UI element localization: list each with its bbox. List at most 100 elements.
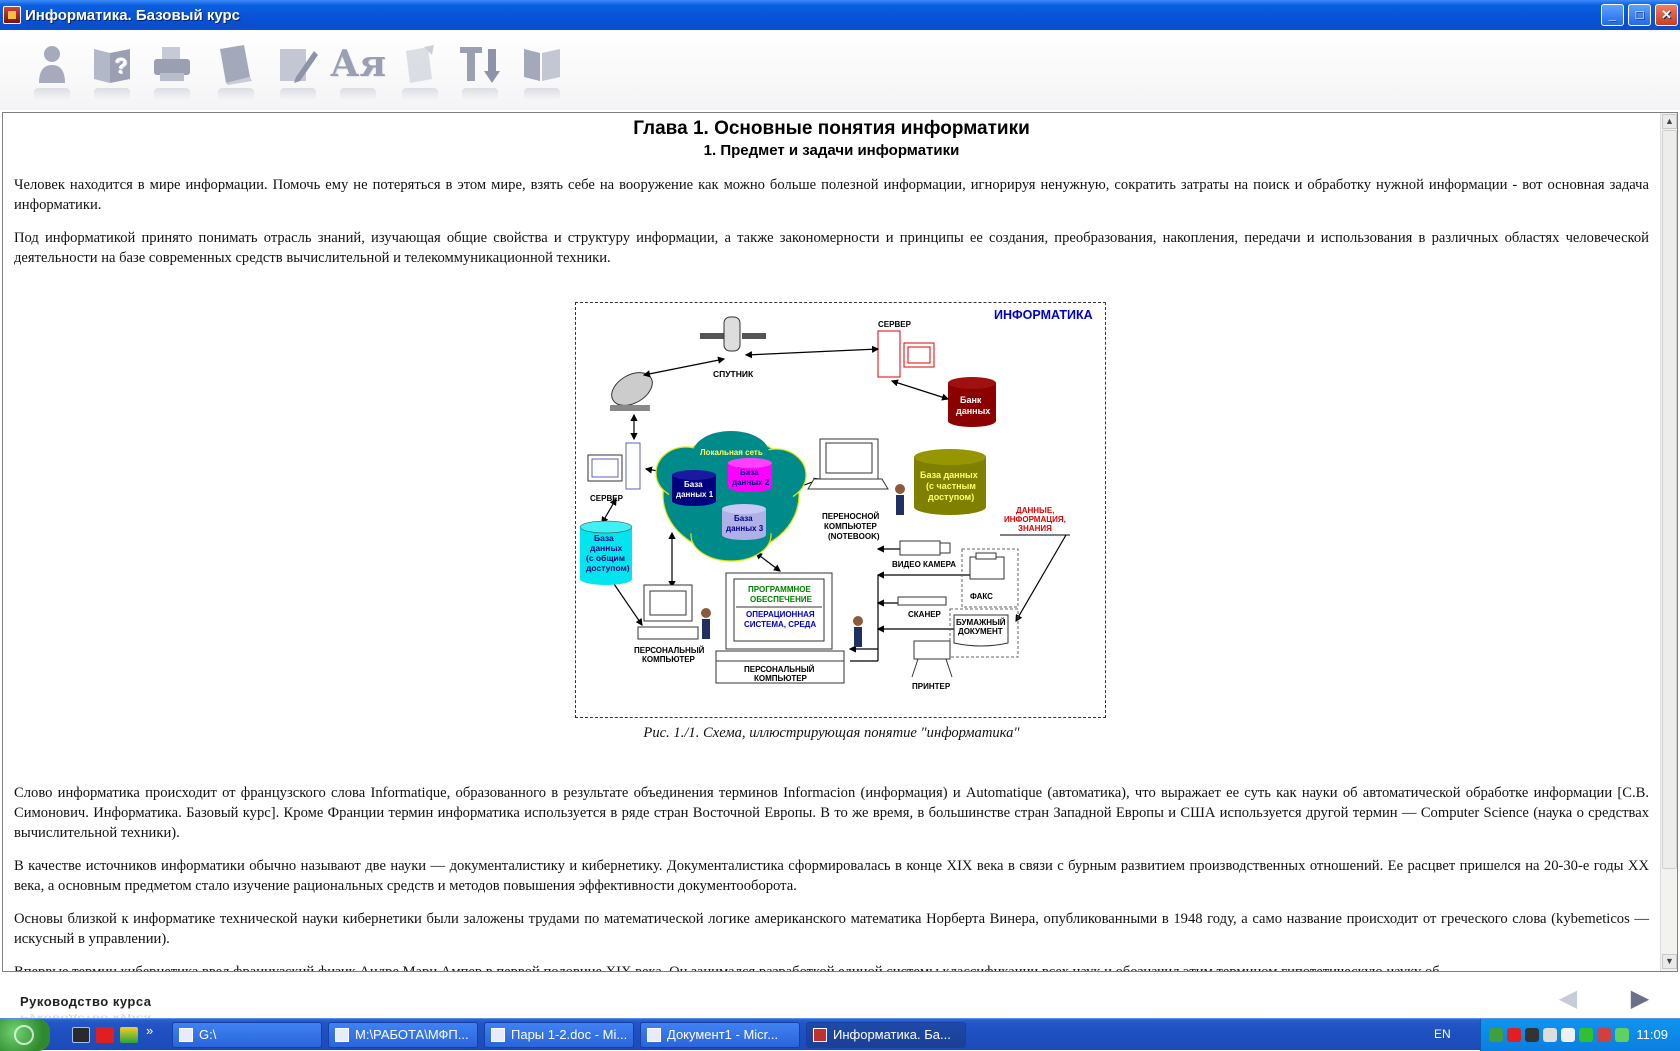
os-label-2: СИСТЕМА, СРЕДА [744,620,816,629]
scroll-up-button[interactable]: ▲ [1662,114,1677,129]
help-button[interactable]: ? [90,40,134,100]
data-label-2: ИНФОРМАЦИЯ, [1004,515,1066,524]
tray-icon[interactable] [1489,1028,1503,1042]
tray-icon[interactable] [1543,1028,1557,1042]
folder-icon [335,1028,349,1042]
informatics-diagram: ИНФОРМАТИКА СПУТНИК СЕРВЕР [575,302,1106,718]
server-top-label: СЕРВЕР [878,320,912,329]
laptop-icon [807,438,905,515]
paper-document-icon [953,614,1009,647]
task-label: M:\РАБОТА\МФП... [355,1027,469,1042]
prev-page-button[interactable]: ◀ [1558,985,1578,1012]
toolbar-reflection [280,88,316,100]
close-button[interactable]: ✕ [1655,4,1678,26]
tray-icon[interactable] [1597,1028,1611,1042]
task-explorer[interactable]: G:\ [172,1022,322,1048]
print-button[interactable] [150,40,194,100]
notes-button[interactable] [276,40,320,100]
satellite-dish-icon [610,372,653,411]
paper-label-1: БУМАЖНЫЙ [956,618,1006,627]
language-indicator[interactable]: EN [1434,1027,1451,1041]
databank-label-1: Банк [960,395,982,405]
toolbar-reflection [340,88,376,100]
private-database-icon [914,449,986,515]
satellite-label: СПУТНИК [713,369,754,379]
antivirus-icon[interactable] [96,1027,114,1043]
quicklaunch-more-icon[interactable]: » [146,1023,154,1038]
toolbar-reflection [524,88,560,100]
minimize-button[interactable]: _ [1601,4,1624,26]
public-db-label-3: (с общим [586,553,625,563]
word-icon [647,1028,661,1042]
pc-big-label-1: ПЕРСОНАЛЬНЫЙ [744,665,815,674]
person-icon [30,40,74,88]
section-title: 1. Предмет и задачи информатики [703,142,960,159]
db2-label-1: База [740,468,759,477]
next-page-button[interactable]: ▶ [1630,985,1650,1012]
private-db-label-2: (с частным [926,481,976,491]
task-word-doc2[interactable]: Документ1 - Micr... [640,1022,800,1048]
tray-icon[interactable] [1615,1028,1629,1042]
bookmark-button[interactable] [398,40,442,100]
terminal-icon[interactable] [72,1027,90,1043]
volume-icon[interactable] [1561,1028,1575,1042]
paragraph: Под информатикой принято понимать отрасл… [14,230,1649,266]
dictionary-button[interactable]: Ая [330,40,386,100]
maximize-button[interactable]: □ [1628,4,1651,26]
data-label-3: ЗНАНИЯ [1018,524,1052,533]
drive-icon[interactable] [120,1027,138,1043]
reader-button[interactable] [520,40,564,100]
sort-button[interactable] [458,40,502,100]
os-label-1: ОПЕРАЦИОННАЯ [746,610,815,619]
task-word-doc[interactable]: Пары 1-2.doc - Mi... [484,1022,634,1048]
public-database-icon [579,520,633,585]
printer-icon [911,640,953,678]
task-label: Информатика. Ба... [833,1027,951,1042]
taskbar: » G:\ M:\РАБОТА\МФП... Пары 1-2.doc - Mi… [0,1018,1680,1051]
task-folder[interactable]: M:\РАБОТА\МФП... [328,1022,478,1048]
db3-label-2: данных 3 [726,524,764,533]
left-server-icon [587,442,641,490]
person-button[interactable] [30,40,74,100]
satellite-icon [700,316,766,352]
toolbar-reflection [402,88,438,100]
vertical-scrollbar[interactable]: ▲ ▼ [1660,113,1677,971]
scroll-down-button[interactable]: ▼ [1662,954,1677,969]
task-label: G:\ [199,1027,217,1042]
private-db-label-3: доступом) [928,492,974,502]
db1-label-2: данных 1 [676,490,714,499]
contents-button[interactable] [214,40,258,100]
scroll-thumb[interactable] [1662,130,1677,869]
printer-icon [150,40,194,88]
video-label: ВИДЕО КАМЕРА [892,560,956,569]
system-tray: 11:09 [1480,1019,1680,1051]
tray-icon[interactable] [1525,1028,1539,1042]
server-icon [877,330,935,378]
dictionary-icon: Ая [330,43,386,85]
network-icon[interactable] [1579,1028,1593,1042]
pencil-icon [276,40,320,88]
small-pc-icon [637,584,711,640]
pc-small-label-2: КОМПЬЮТЕР [642,655,696,664]
pc-small-label-1: ПЕРСОНАЛЬНЫЙ [634,646,705,655]
private-db-label-1: База данных [920,470,978,480]
software-label-1: ПРОГРАММНОЕ [748,585,811,594]
task-informatics[interactable]: Информатика. Ба... [806,1022,966,1048]
spacer [14,742,1649,770]
start-button[interactable] [0,1019,50,1051]
public-db-label-4: доступом) [586,563,630,573]
course-footer: Руководство курса Руководство курса ◀ ▶ [0,972,1680,1021]
window-controls: _ □ ✕ [1601,4,1678,26]
fax-label: ФАКС [970,592,993,601]
laptop-label-2: КОМПЬЮТЕР [824,522,878,531]
app-icon[interactable] [3,6,21,24]
content-pane[interactable]: Глава 1. Основные понятия информатики 1.… [2,112,1678,972]
task-label: Документ1 - Micr... [667,1027,779,1042]
software-label-2: ОБЕСПЕЧЕНИЕ [750,595,813,604]
tray-icon[interactable] [1507,1028,1521,1042]
app-icon [813,1028,827,1042]
task-label: Пары 1-2.doc - Mi... [511,1027,628,1042]
course-guide-link[interactable]: Руководство курса [20,994,152,1009]
window-titlebar: Информатика. Базовый курс _ □ ✕ [0,0,1680,30]
paragraph: В качестве источников информатики обычно… [14,858,1649,894]
